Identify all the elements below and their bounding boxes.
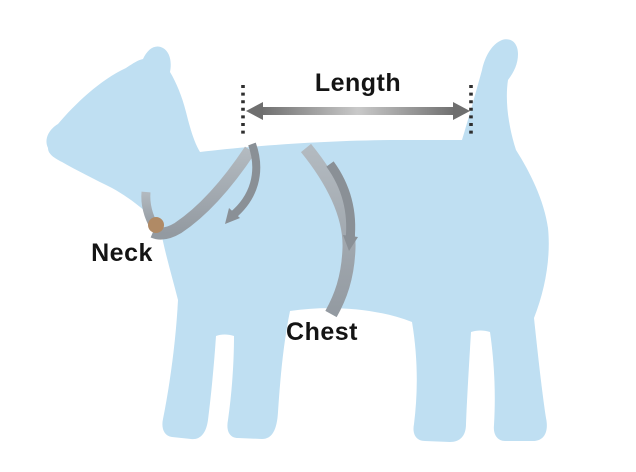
chest-pointer-arrow (326, 161, 356, 241)
length-arrowhead-left (246, 102, 263, 120)
dog-silhouette (46, 39, 549, 443)
chest-label: Chest (286, 318, 358, 346)
chest-pointer-arrowhead (343, 235, 358, 251)
neck-strap (150, 146, 255, 240)
neck-pointer-arrow (229, 142, 261, 220)
length-label: Length (315, 69, 401, 97)
neck-label: Neck (91, 239, 153, 267)
length-arrow-shaft (261, 107, 455, 115)
length-arrowhead-right (453, 102, 470, 120)
harness-ring (148, 217, 164, 233)
neck-pointer-arrowhead (225, 208, 240, 224)
